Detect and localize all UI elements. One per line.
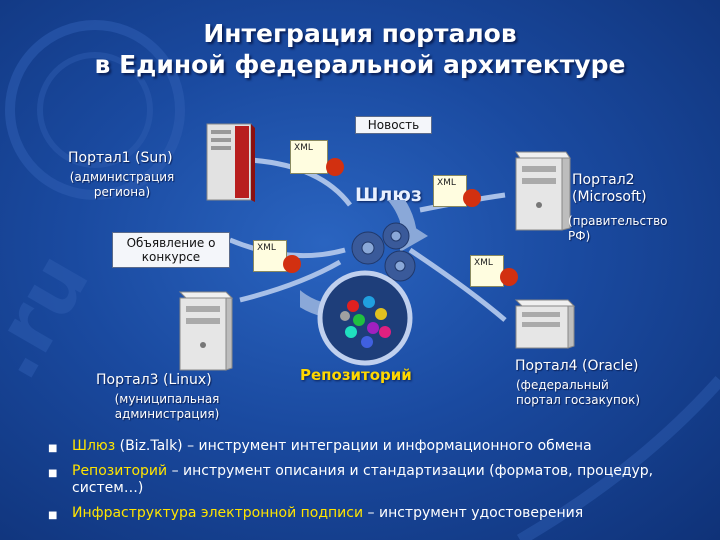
server-icon: [514, 299, 576, 349]
server-icon: [206, 123, 255, 202]
portal1-name: Портал1 (Sun): [68, 150, 173, 166]
portal1-desc-line1: (администрация: [69, 170, 175, 184]
portal3-name: Портал3 (Linux): [96, 372, 212, 388]
portal3-desc: (муниципальная администрация): [92, 392, 242, 422]
xml-document-icon: XML: [290, 140, 328, 174]
repository-label: Репозиторий: [300, 366, 412, 384]
server-icon: [515, 151, 571, 231]
portal4-desc: (федеральный портал госзакупок): [516, 378, 640, 408]
title-line-2: в Единой федеральной архитектуре: [94, 50, 626, 79]
wax-seal-icon: [283, 255, 301, 273]
portal2-desc-line2: РФ): [568, 229, 591, 243]
slide-title: Интеграция порталов в Единой федеральной…: [60, 18, 660, 80]
wax-seal-icon: [463, 189, 481, 207]
globe-icon: [317, 270, 413, 366]
title-line-1: Интеграция порталов: [203, 19, 517, 48]
portal4-name: Портал4 (Oracle): [515, 358, 639, 374]
server-icon: [178, 291, 234, 371]
portal3-desc-line2: администрация): [114, 407, 220, 421]
portal1-desc-line2: региона): [93, 185, 151, 199]
portal2-name-line1: Портал2: [572, 172, 635, 188]
portal4-desc-line2: портал госзакупок): [516, 393, 641, 407]
announcement-line1: Объявление о: [126, 236, 216, 250]
bullet-square-icon: ■: [48, 468, 58, 479]
xml-tag-1: XML: [290, 140, 328, 174]
bullet-term: Шлюз: [72, 438, 116, 454]
wax-seal-icon: [326, 158, 344, 176]
xml-tag-2: XML: [433, 175, 467, 207]
xml-tag-4: XML: [470, 255, 504, 287]
xml-document-icon: XML: [253, 240, 287, 272]
list-item: ■ Шлюз (Biz.Talk) – инструмент интеграци…: [48, 438, 698, 457]
portal3-desc-line1: (муниципальная: [114, 392, 220, 406]
wax-seal-icon: [500, 268, 518, 286]
portal2-name: Портал2 (Microsoft): [572, 172, 647, 206]
news-box: Новость: [355, 116, 432, 134]
portal2-desc-line1: (правительство: [568, 214, 668, 228]
announcement-box: Объявление о конкурсе: [112, 232, 230, 268]
bullet-list: ■ Шлюз (Biz.Talk) – инструмент интеграци…: [48, 438, 698, 530]
bullet-text: – инструмент описания и стандартизации (…: [72, 463, 654, 496]
bullet-text: – инструмент удостоверения: [363, 505, 584, 521]
gear-icon: [300, 200, 428, 317]
portal2-desc: (правительство РФ): [568, 214, 668, 244]
portal2-name-line2: (Microsoft): [572, 189, 647, 205]
bullet-term: Репозиторий: [72, 463, 168, 479]
bullet-square-icon: ■: [48, 443, 58, 454]
bullet-term: Инфраструктура электронной подписи: [72, 505, 364, 521]
list-item: ■ Репозиторий – инструмент описания и ст…: [48, 463, 698, 497]
announcement-line2: конкурсе: [141, 250, 201, 264]
xml-document-icon: XML: [433, 175, 467, 207]
bullet-text: (Biz.Talk) – инструмент интеграции и инф…: [115, 438, 592, 454]
xml-document-icon: XML: [470, 255, 504, 287]
xml-tag-3: XML: [253, 240, 287, 272]
portal1-desc: (администрация региона): [62, 170, 182, 200]
portal4-desc-line1: (федеральный: [516, 378, 609, 392]
list-item: ■ Инфраструктура электронной подписи – и…: [48, 505, 698, 524]
bullet-square-icon: ■: [48, 510, 58, 521]
